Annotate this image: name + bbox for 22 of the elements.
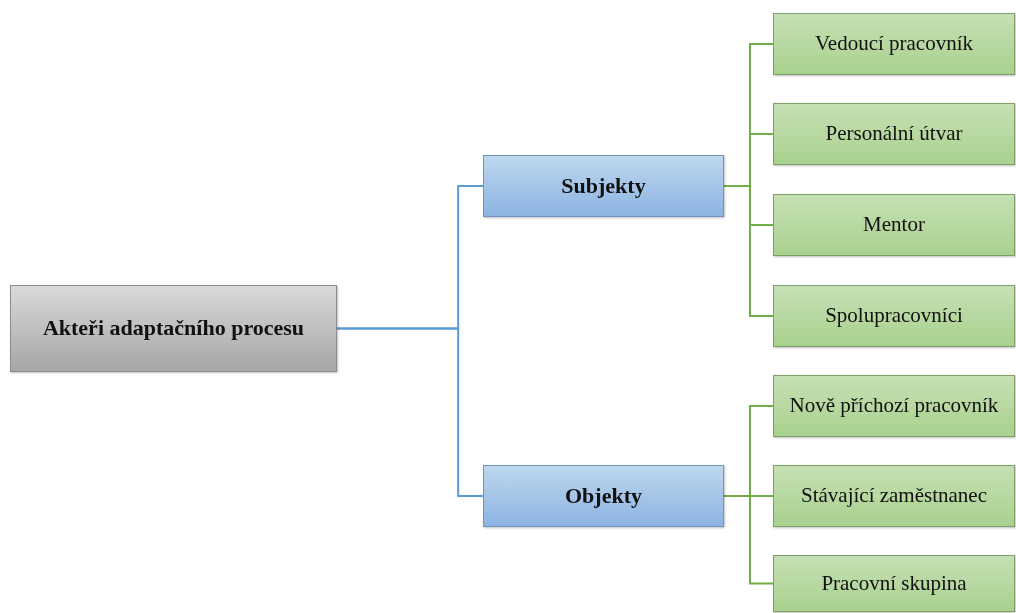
node-box bbox=[483, 155, 724, 217]
connector-line bbox=[723, 495, 774, 585]
node-box bbox=[483, 465, 724, 527]
node-label: Objekty bbox=[565, 482, 642, 510]
node-box bbox=[773, 465, 1015, 527]
node-label: Akteři adaptačního procesu bbox=[42, 315, 305, 342]
node-label: Pracovní skupina bbox=[821, 570, 967, 597]
connector-line bbox=[336, 327, 484, 497]
node-label: Nově příchozí pracovník bbox=[789, 393, 999, 419]
node-label: Subjekty bbox=[561, 172, 646, 200]
node-box bbox=[773, 375, 1015, 437]
node-box bbox=[773, 13, 1015, 75]
node-label: Mentor bbox=[863, 212, 925, 238]
node-label: Vedoucí pracovník bbox=[814, 31, 973, 57]
node-label: Personální útvar bbox=[825, 121, 963, 147]
node-label: Stávající zaměstnanec bbox=[801, 483, 987, 509]
node-box bbox=[773, 555, 1015, 612]
node-box bbox=[773, 103, 1015, 165]
node-label: Spolupracovníci bbox=[825, 303, 963, 329]
node-box bbox=[773, 194, 1015, 256]
node-box bbox=[10, 285, 337, 372]
node-box bbox=[773, 285, 1015, 347]
